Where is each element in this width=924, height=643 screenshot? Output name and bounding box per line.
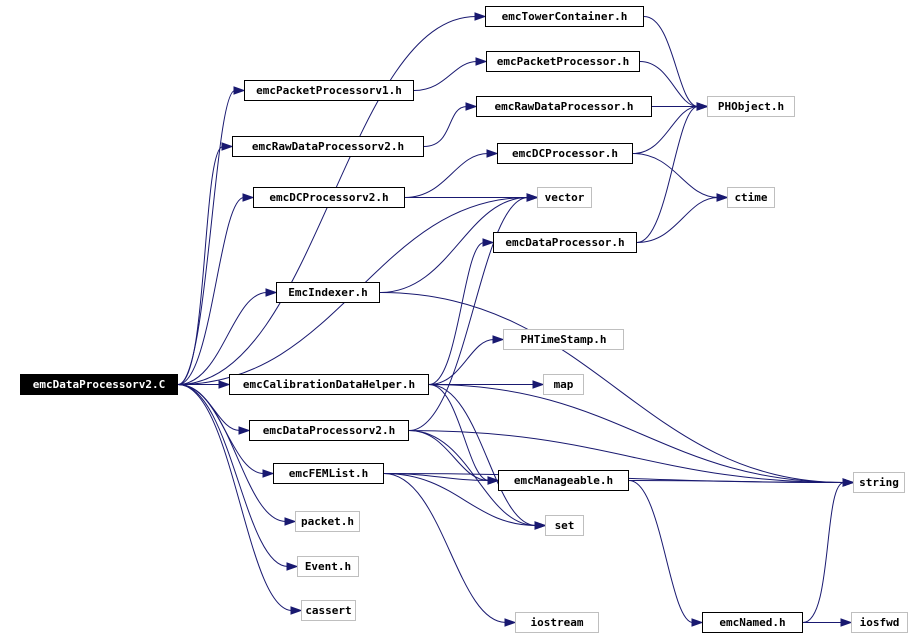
arrowhead-named-to-iosfwd — [840, 618, 853, 627]
node-Event-h[interactable]: Event.h — [297, 556, 359, 577]
arrowhead-root-to-rdpv2 — [221, 142, 234, 151]
arrowhead-root-to-femlist — [262, 469, 275, 478]
node-root-emcDataProcessorv2-C: emcDataProcessorv2.C — [20, 374, 178, 395]
edge-root-to-ppv1 — [177, 90, 236, 385]
node-set[interactable]: set — [545, 515, 584, 536]
node-iostream[interactable]: iostream — [515, 612, 599, 633]
node-emcRawDataProcessor-h[interactable]: emcRawDataProcessor.h — [476, 96, 652, 117]
edge-root-to-packet — [177, 384, 287, 522]
arrowhead-dpv2-to-vector — [526, 193, 539, 202]
node-vector[interactable]: vector — [537, 187, 592, 208]
edge-dcp-to-phobject — [632, 106, 699, 154]
node-PHTimeStamp-h[interactable]: PHTimeStamp.h — [503, 329, 624, 350]
arrowhead-root-to-ppv1 — [233, 86, 246, 95]
edge-dpv2-to-string — [408, 430, 845, 483]
node-map[interactable]: map — [543, 374, 584, 395]
edge-femlist-to-set — [383, 473, 537, 526]
node-emcPacketProcessorv1-h[interactable]: emcPacketProcessorv1.h — [244, 80, 414, 101]
node-emcDataProcessor-h[interactable]: emcDataProcessor.h — [493, 232, 637, 253]
node-emcNamed-h[interactable]: emcNamed.h — [702, 612, 803, 633]
arrowhead-named-to-string — [842, 478, 855, 487]
arrowhead-root-to-event — [286, 562, 299, 571]
edge-pp-to-phobject — [639, 61, 699, 107]
arrowhead-manageable-to-named — [691, 618, 704, 627]
edge-root-to-cassert — [177, 384, 293, 611]
arrowhead-cdh-to-map — [532, 380, 545, 389]
arrowhead-rdpv2-to-rdp — [465, 102, 478, 111]
arrowhead-root-to-dcpv2 — [242, 193, 255, 202]
edge-dcp-to-ctime — [632, 153, 719, 198]
edge-dpv2-to-set — [408, 430, 537, 526]
edge-root-to-event — [177, 384, 289, 567]
edge-dpv2-to-vector — [408, 197, 529, 431]
node-emcTowerContainer-h[interactable]: emcTowerContainer.h — [485, 6, 644, 27]
arrowhead-root-to-packet — [284, 517, 297, 526]
arrowhead-femlist-to-iostream — [504, 618, 517, 627]
edge-cdh-to-timestamp — [428, 339, 495, 385]
arrowhead-root-to-dpv2 — [238, 426, 251, 435]
arrowhead-root-to-indexer — [265, 288, 278, 297]
node-PHObject-h[interactable]: PHObject.h — [707, 96, 795, 117]
edge-cdh-to-set — [428, 384, 537, 526]
edge-dp-to-ctime — [636, 197, 719, 243]
arrowhead-dcpv2-to-dcp — [486, 149, 499, 158]
node-EmcIndexer-h[interactable]: EmcIndexer.h — [276, 282, 380, 303]
node-emcManageable-h[interactable]: emcManageable.h — [498, 470, 629, 491]
arrowhead-root-to-cdh — [218, 380, 231, 389]
edge-indexer-to-string — [379, 292, 845, 483]
edge-rdpv2-to-rdp — [423, 106, 468, 147]
node-string[interactable]: string — [853, 472, 905, 493]
arrowhead-femlist-to-set — [534, 521, 547, 530]
node-emcFEMList-h[interactable]: emcFEMList.h — [273, 463, 384, 484]
edge-root-to-indexer — [177, 292, 268, 385]
edge-cdh-to-string — [428, 384, 845, 483]
arrowhead-root-to-tower — [474, 12, 487, 21]
arrowhead-ppv1-to-pp — [475, 57, 488, 66]
node-emcDCProcessor-h[interactable]: emcDCProcessor.h — [497, 143, 633, 164]
edge-manageable-to-named — [628, 480, 694, 623]
edge-dp-to-phobject — [636, 106, 699, 243]
arrowhead-dp-to-phobject — [696, 102, 709, 111]
node-ctime[interactable]: ctime — [727, 187, 775, 208]
node-emcPacketProcessor-h[interactable]: emcPacketProcessor.h — [486, 51, 640, 72]
arrowhead-cdh-to-timestamp — [492, 335, 505, 344]
arrowhead-cdh-to-dp — [482, 238, 495, 247]
node-packet-h[interactable]: packet.h — [295, 511, 360, 532]
node-emcDataProcessorv2-h[interactable]: emcDataProcessorv2.h — [249, 420, 409, 441]
edge-indexer-to-vector — [379, 197, 529, 293]
node-cassert[interactable]: cassert — [301, 600, 356, 621]
node-iosfwd[interactable]: iosfwd — [851, 612, 908, 633]
edge-cdh-to-manageable — [428, 384, 490, 481]
node-emcRawDataProcessorv2-h[interactable]: emcRawDataProcessorv2.h — [232, 136, 424, 157]
arrowhead-femlist-to-manageable — [487, 476, 500, 485]
edge-femlist-to-iostream — [383, 473, 507, 623]
node-emcDCProcessorv2-h[interactable]: emcDCProcessorv2.h — [253, 187, 405, 208]
edge-cdh-to-dp — [428, 242, 485, 385]
edge-manageable-to-string — [628, 480, 845, 483]
edge-dpv2-to-manageable — [408, 430, 490, 481]
edge-named-to-string — [802, 482, 845, 623]
arrowhead-dp-to-ctime — [716, 193, 729, 202]
node-emcCalibrationDataHelper-h[interactable]: emcCalibrationDataHelper.h — [229, 374, 429, 395]
edge-root-to-dcpv2 — [177, 197, 245, 385]
edge-dcpv2-to-dcp — [404, 153, 489, 198]
arrowhead-root-to-cassert — [290, 606, 303, 615]
edge-tower-to-phobject — [643, 16, 699, 107]
edge-ppv1-to-pp — [413, 61, 478, 91]
edge-root-to-rdpv2 — [177, 146, 224, 385]
